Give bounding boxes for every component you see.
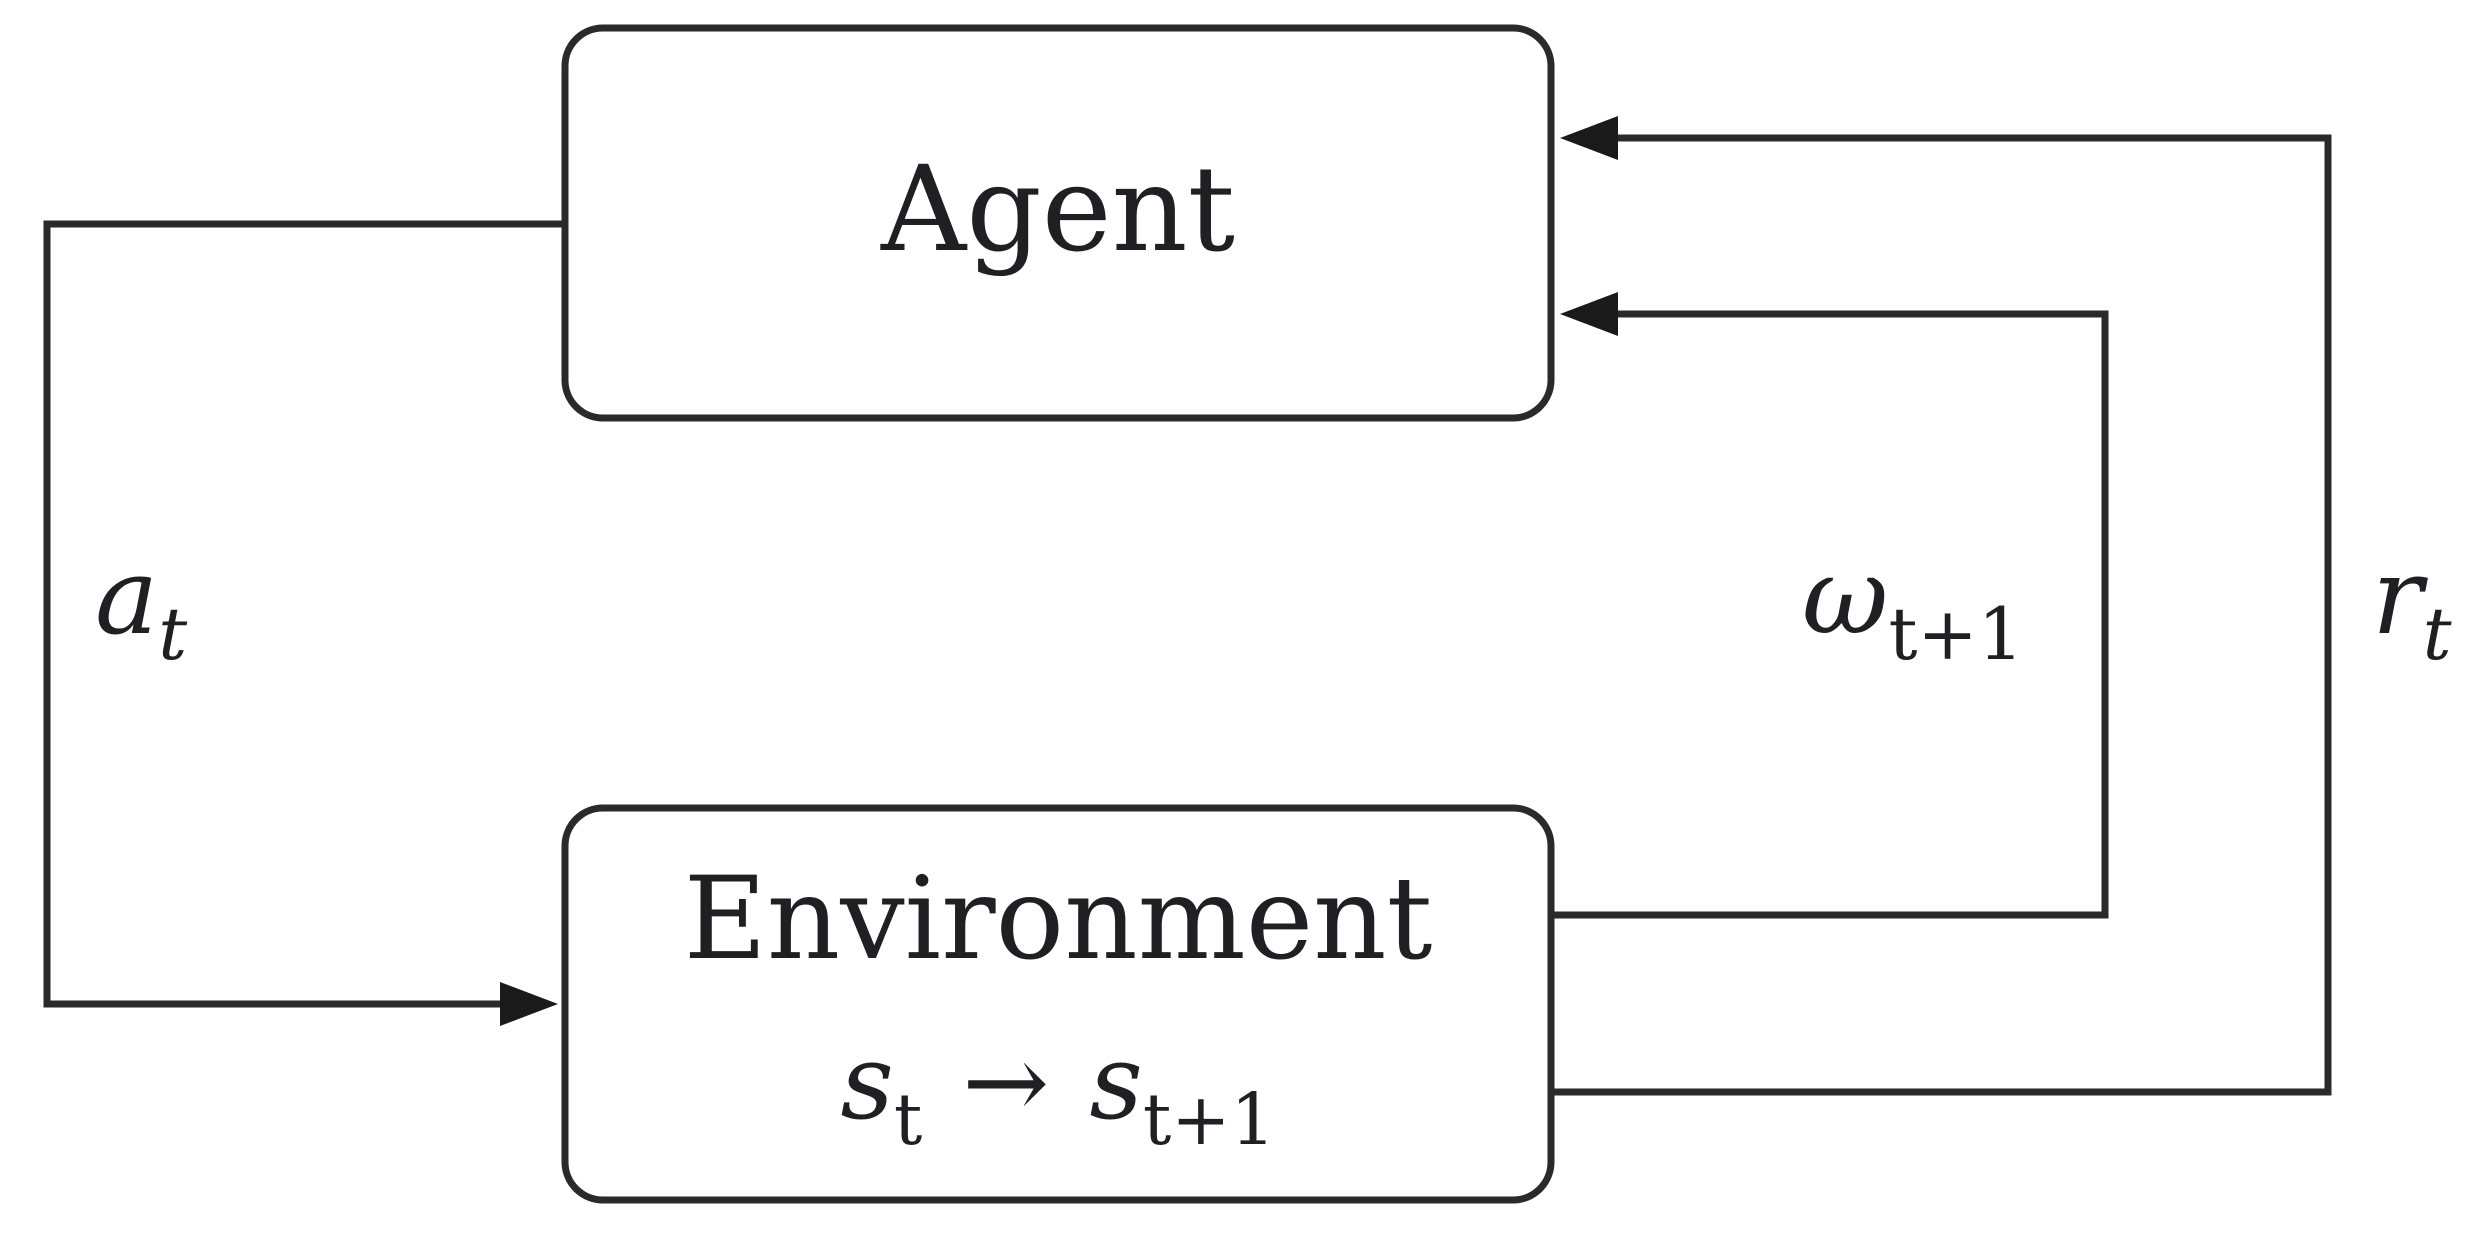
state-current-subscript: t	[894, 1078, 922, 1161]
action-line	[43, 220, 565, 1008]
reward-label: rt	[2372, 535, 2453, 676]
environment-box	[561, 804, 1555, 1204]
observation-label-subscript: t+1	[1888, 592, 2023, 676]
state-next: s	[1089, 1021, 1142, 1143]
action-arrowhead	[500, 982, 558, 1026]
observation-label: ωt+1	[1802, 535, 2024, 676]
transition-arrow: →	[962, 1021, 1049, 1143]
environment-node: Environment st→st+1	[561, 804, 1555, 1204]
reward-line	[1551, 134, 2332, 1096]
state-transition: st→st+1	[841, 1021, 1276, 1161]
agent-label: Agent	[880, 140, 1235, 278]
action-edge: at	[43, 220, 565, 1026]
reward-arrowhead	[1560, 116, 1618, 160]
agent-node: Agent	[561, 24, 1555, 422]
state-current: s	[841, 1021, 894, 1143]
action-label-subscript: t	[158, 592, 188, 676]
environment-label: Environment	[684, 852, 1433, 985]
action-label: at	[95, 535, 188, 676]
observation-line	[1551, 310, 2109, 919]
observation-edge: ωt+1	[1551, 292, 2109, 919]
observation-arrowhead	[1560, 292, 1618, 336]
reward-edge: rt	[1551, 116, 2453, 1096]
state-next-subscript: t+1	[1143, 1078, 1276, 1161]
reward-label-subscript: t	[2423, 592, 2453, 676]
